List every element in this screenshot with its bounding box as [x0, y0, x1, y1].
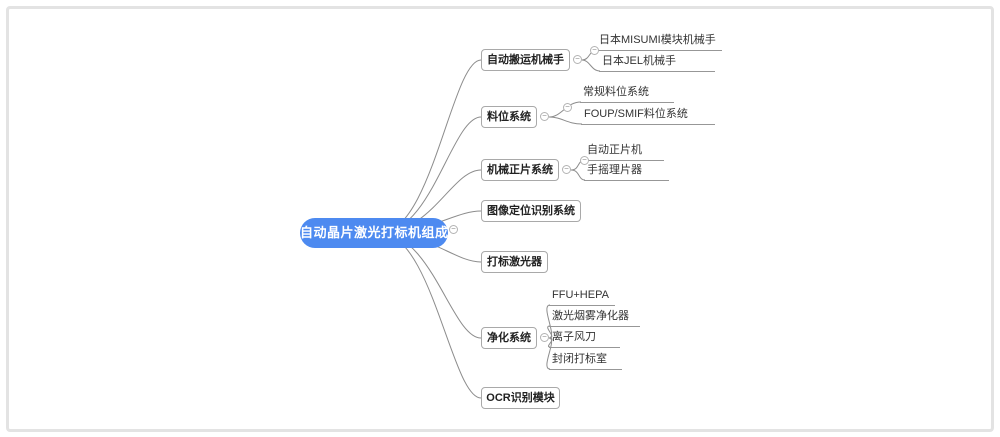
branch-node-purify-system[interactable]: 净化系统 [481, 327, 537, 349]
leaf-node-auto-aligner[interactable]: 自动正片机 [584, 143, 664, 161]
connector-branch2-child2 [548, 116, 583, 125]
branch-node-ocr-module[interactable]: OCR识别模块 [481, 387, 560, 409]
connector-root-branch7 [379, 232, 482, 399]
branch-node-transfer-robot[interactable]: 自动搬运机械手 [481, 49, 570, 71]
collapse-toggle-root[interactable]: − [449, 225, 458, 234]
leaf-node-jel-robot[interactable]: 日本JEL机械手 [599, 54, 715, 72]
collapse-toggle-branch1[interactable]: − [573, 55, 582, 64]
connector-root-branch6 [379, 232, 482, 339]
connector-branch6-child1 [546, 304, 553, 339]
connector-branch3-child2 [570, 169, 586, 181]
connector-branch1-child2 [581, 59, 601, 72]
collapse-toggle-branch2-fork[interactable]: − [563, 103, 572, 112]
collapse-toggle-branch1-fork[interactable]: − [590, 46, 599, 55]
leaf-node-manual-aligner[interactable]: 手摇理片器 [584, 163, 669, 181]
leaf-node-ion-blade[interactable]: 离子风刀 [549, 330, 620, 348]
leaf-node-foup-smif[interactable]: FOUP/SMIF料位系统 [581, 107, 715, 125]
collapse-toggle-branch6[interactable]: − [540, 333, 549, 342]
branch-node-marking-laser[interactable]: 打标激光器 [481, 251, 548, 273]
leaf-node-standard-loader[interactable]: 常规料位系统 [580, 85, 674, 103]
connector-root-branch1 [379, 59, 482, 234]
root-node[interactable]: 自动晶片激光打标机组成 [300, 218, 448, 248]
leaf-node-misumi-robot[interactable]: 日本MISUMI模块机械手 [596, 33, 722, 51]
collapse-toggle-branch2[interactable]: − [540, 112, 549, 121]
leaf-node-fume-purifier[interactable]: 激光烟雾净化器 [549, 309, 640, 327]
branch-node-vision-system[interactable]: 图像定位识别系统 [481, 200, 581, 222]
collapse-toggle-branch3-fork[interactable]: − [580, 156, 589, 165]
leaf-node-sealed-chamber[interactable]: 封闭打标室 [549, 352, 622, 370]
collapse-toggle-branch3[interactable]: − [562, 165, 571, 174]
leaf-node-ffu-hepa[interactable]: FFU+HEPA [549, 288, 615, 306]
branch-node-aligner-system[interactable]: 机械正片系统 [481, 159, 559, 181]
branch-node-loader-system[interactable]: 料位系统 [481, 106, 537, 128]
connector-branch6-child4 [546, 337, 553, 370]
